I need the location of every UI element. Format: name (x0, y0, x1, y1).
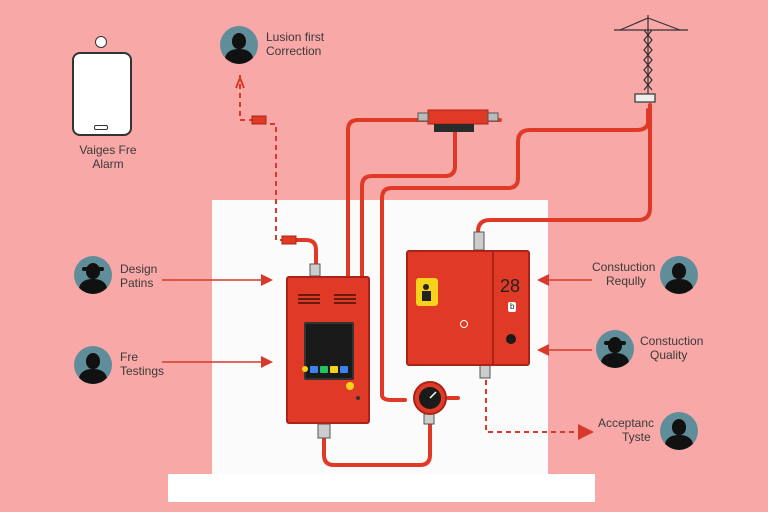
label-line: Acceptanc (598, 416, 655, 430)
fire-control-panel-right: 28 b (406, 250, 530, 366)
label-line: Patins (120, 276, 154, 290)
person-icon (74, 256, 112, 294)
keyhole-icon (460, 320, 468, 328)
label-line: Tyste (622, 430, 651, 444)
label-line: Reqully (606, 274, 647, 288)
label-line: Alarm (92, 157, 124, 171)
elbow-fitting (251, 115, 267, 125)
vent-slot (334, 302, 356, 304)
panel-key (320, 366, 328, 373)
person-icon (596, 330, 634, 368)
label-line: Quality (650, 348, 688, 362)
panel-key (330, 366, 338, 373)
fire-control-panel-left (286, 276, 370, 424)
antenna-tower-icon (614, 15, 688, 103)
label-line: Lusion first (266, 30, 325, 44)
label-left-1: Design Patins (120, 262, 157, 290)
panel-button[interactable] (506, 334, 516, 344)
vent-slot (298, 302, 320, 304)
panel-key (340, 366, 348, 373)
indicator-light (302, 366, 308, 372)
panel-key (310, 366, 318, 373)
label-line: Fre (120, 350, 138, 364)
vent-slot (334, 294, 356, 296)
label-top-center: Lusion first Correction (266, 30, 324, 58)
fire-pipes (292, 103, 652, 467)
pressure-gauge-icon (413, 381, 447, 415)
panel-door-seam (492, 252, 494, 364)
label-line: Vaiges Fre (79, 143, 137, 157)
indicator-light (346, 382, 354, 390)
person-icon (660, 256, 698, 294)
label-line: Testings (120, 364, 165, 378)
person-icon (660, 412, 698, 450)
vent-slot (298, 294, 320, 296)
smartphone-icon (72, 52, 132, 136)
vent-slot (334, 298, 356, 300)
label-right-2: Constuction Quality (640, 334, 703, 362)
clock-icon (95, 36, 107, 48)
vent-slot (298, 298, 320, 300)
label-right-3: Acceptanc Tyste (598, 416, 654, 444)
label-arrows (162, 274, 592, 368)
person-icon (220, 26, 258, 64)
person-icon (74, 346, 112, 384)
floor-base (168, 474, 595, 502)
top-valve-icon (417, 109, 499, 132)
panel-display-screen (304, 322, 354, 380)
home-button (94, 125, 108, 130)
label-line: Design (120, 262, 158, 276)
warning-badge-icon (416, 278, 438, 306)
label-line: Constuction (640, 334, 704, 348)
panel-tag: b (508, 302, 517, 312)
screw-icon (356, 396, 360, 400)
panel-number: 28 (500, 276, 521, 296)
label-left-2: Fre Testings (120, 350, 164, 378)
label-line: Constuction (592, 260, 656, 274)
label-right-1: Constuction Reqully (592, 260, 655, 288)
label-top-left: Vaiges Fre Alarm (72, 143, 144, 171)
label-line: Correction (266, 44, 322, 58)
